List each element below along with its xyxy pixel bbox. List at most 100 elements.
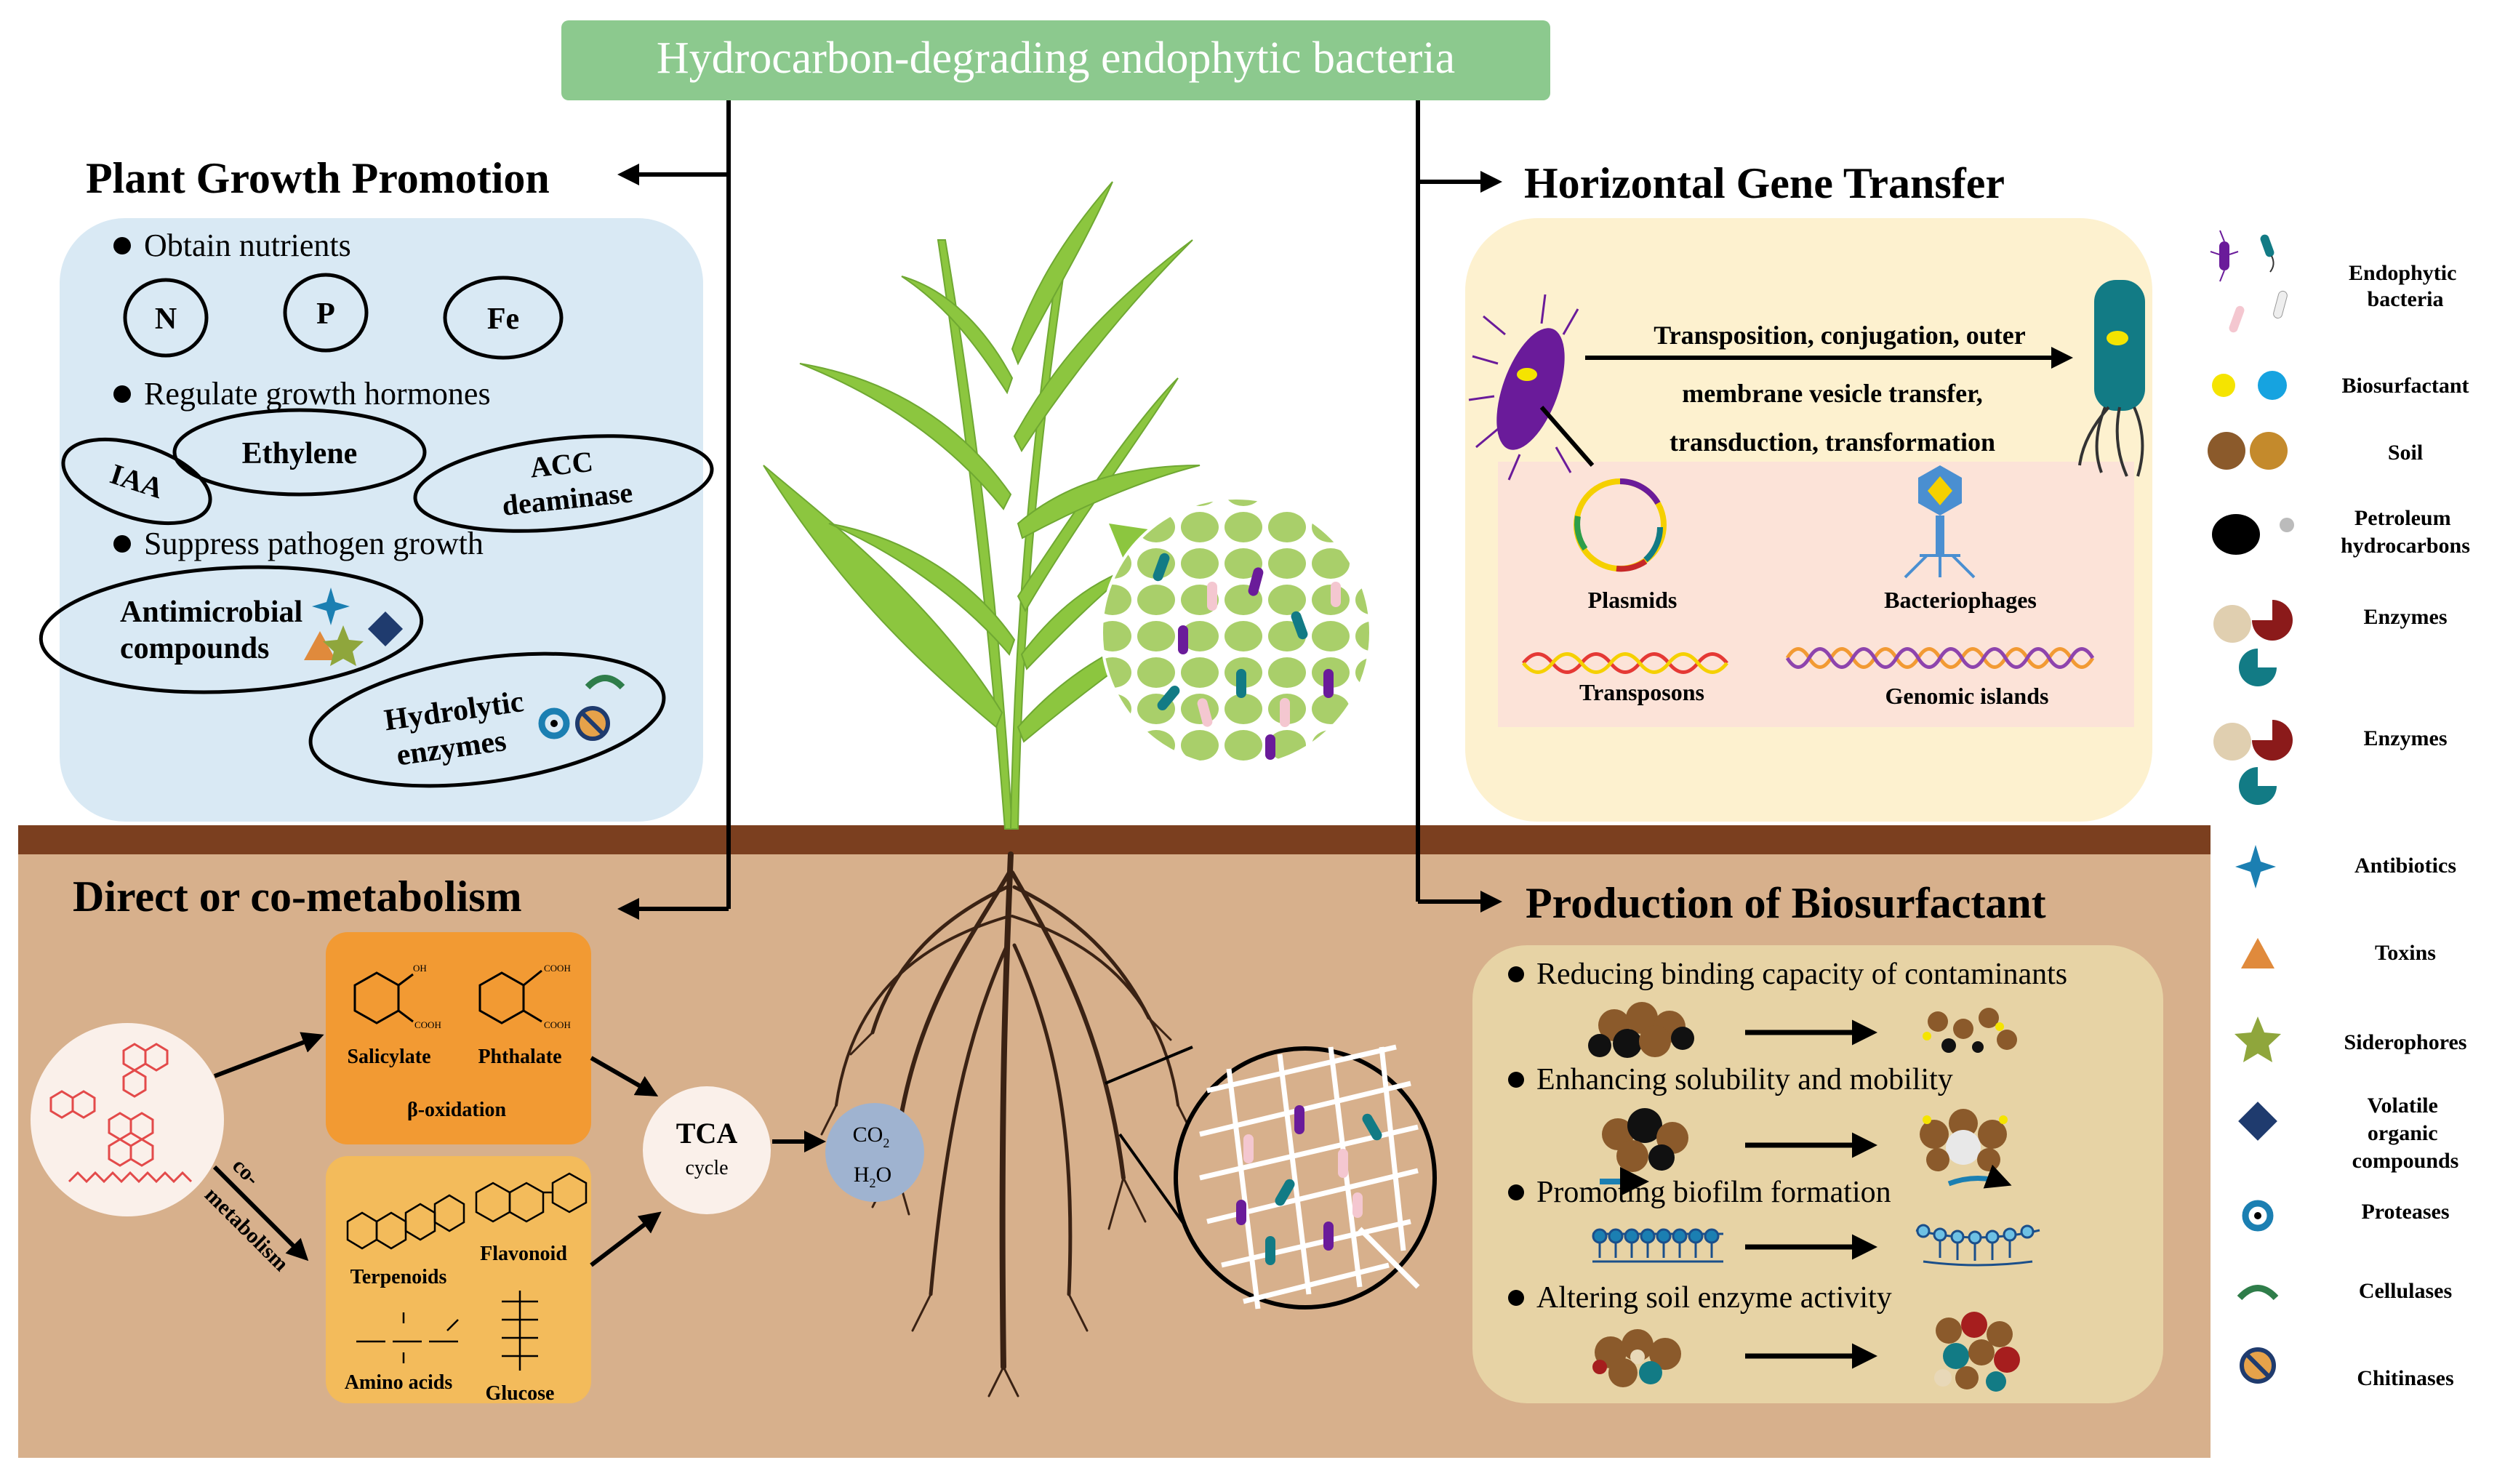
bullet-obtain-nutrients: Obtain nutrients: [144, 228, 351, 263]
legend-proteases-icon: [2242, 1200, 2274, 1232]
legend-voc-line1: Volatile: [2368, 1094, 2438, 1118]
flavonoid-label: Flavonoid: [480, 1243, 567, 1265]
hgt-panel: Horizontal Gene Transfer Transposition, …: [1465, 159, 2152, 822]
antimicrobial-label-2: compounds: [120, 632, 269, 665]
metabolism-title: Direct or co-metabolism: [73, 873, 522, 921]
legend-label-antibiotics: Antibiotics: [2354, 854, 2456, 878]
legend-toxins-icon: [2241, 938, 2274, 968]
plant-roots: [820, 851, 1194, 1397]
bacterium-recipient-icon: [2078, 280, 2145, 477]
legend-biosurfactant-yellow-icon: [2212, 374, 2235, 397]
arrow-to-oxidation: [213, 1032, 324, 1078]
header-banner: Hydrocarbon-degrading endophytic bacteri…: [561, 20, 1550, 100]
arrow-to-cometabolism: [212, 1165, 309, 1262]
phthalate-structure-icon: [478, 969, 542, 1024]
hydrocarbon-circle: [31, 1023, 224, 1216]
amino-acids-label: Amino acids: [345, 1371, 453, 1394]
tca-cycle-label: cycle: [685, 1157, 728, 1179]
soil-surface-band: [18, 825, 2211, 854]
hgt-text-1: Transposition, conjugation, outer: [1654, 321, 2025, 350]
amino-acid-structure-icon: [356, 1312, 459, 1363]
salicylate-oh: OH: [413, 963, 427, 974]
legend-endophytic-line2: bacteria: [2368, 287, 2444, 311]
biosurfactant-box: [1472, 945, 2163, 1403]
cometabolism-box: [326, 1156, 591, 1403]
biosurfactant-item-4: Altering soil enzyme activity: [1536, 1281, 1892, 1315]
donor-pointer-line: [1539, 406, 1595, 467]
root-cells-zoom: [1174, 1046, 1437, 1309]
legend-label-enzymes-1: Enzymes: [2364, 605, 2448, 629]
legend-label-toxins: Toxins: [2375, 941, 2436, 965]
biofilm-layer-icon: [1592, 1228, 1723, 1263]
toxin-triangle-icon: [304, 631, 336, 660]
legend-proteases-core-icon: [2254, 1212, 2261, 1219]
altered-soil-enzyme-icon: [1934, 1312, 2020, 1392]
bullet-dot: [1508, 1072, 1524, 1088]
hormone-acc: ACC: [529, 445, 595, 484]
nutrient-circle-fe: [443, 276, 564, 360]
genomic-island-dna-icon: [1785, 647, 2095, 669]
root-zoom-bacteria: [1236, 1105, 1382, 1265]
co2-h2o-circle: [825, 1103, 924, 1202]
legend-label-endophytic-bacteria: Endophytic bacteria: [2349, 261, 2462, 311]
phthalate-cooh-top: COOH: [544, 963, 571, 974]
leaf-zoom-bacteria: [1153, 553, 1341, 760]
biosurfactant-item-3: Promoting biofilm formation: [1536, 1176, 1891, 1209]
glucose-label: Glucose: [486, 1382, 555, 1405]
legend-siderophores-icon: [2235, 1016, 2281, 1062]
legend-petroleum-line1: Petroleum: [2354, 506, 2451, 530]
co2-label: CO2: [853, 1123, 890, 1150]
legend-bacteria-icon: [2210, 230, 2288, 333]
legend-label-siderophores: Siderophores: [2344, 1030, 2467, 1054]
legend-panel: Endophytic bacteria Biosurfactant Soil P…: [2208, 230, 2470, 1390]
plasmids-label: Plasmids: [1588, 587, 1678, 613]
protease-icon-core: [550, 720, 558, 727]
soil-contaminant-cluster-icon: [1588, 1002, 1694, 1058]
biosurfactant-panel: Production of Biosurfactant Reducing bin…: [1472, 879, 2163, 1403]
hormone-iaa-ellipse: [61, 437, 212, 526]
plant-growth-panel: Plant Growth Promotion Obtain nutrients …: [39, 154, 714, 822]
connector-lines: [617, 100, 1502, 920]
dispersed-soil-icon: [1923, 1008, 2017, 1053]
antimicrobial-ellipse: [39, 565, 424, 694]
hgt-text-3: transduction, transformation: [1670, 428, 1995, 457]
bullet-dot: [1508, 1184, 1524, 1200]
legend-petroleum-line2: hydrocarbons: [2341, 534, 2470, 558]
glucose-structure-icon: [502, 1291, 538, 1371]
legend-label-biosurfactant: Biosurfactant: [2342, 374, 2469, 398]
header-title: Hydrocarbon-degrading endophytic bacteri…: [657, 33, 1455, 83]
hormone-acc-ellipse: [413, 434, 714, 533]
legend-label-enzymes-2: Enzymes: [2364, 726, 2448, 750]
root-zoom-line-1: [1105, 1046, 1193, 1085]
hgt-title: Horizontal Gene Transfer: [1524, 159, 2005, 207]
plant-growth-box: [60, 218, 703, 822]
nutrient-p: P: [316, 297, 335, 331]
nutrient-fe: Fe: [487, 302, 519, 336]
biofilm-curved-icon: [1915, 1224, 2040, 1267]
nutrient-circle-p: [283, 273, 369, 353]
leaf-cells-zoom: [1100, 497, 1372, 769]
metabolism-panel: Direct or co-metabolism co- metabolism O…: [31, 873, 924, 1405]
hormone-ethylene: Ethylene: [242, 437, 358, 470]
chitinase-icon-slash: [580, 711, 605, 736]
siderophore-star-icon: [323, 625, 364, 666]
pah-structures-icon: [49, 1043, 193, 1184]
salicylate-label: Salicylate: [347, 1046, 430, 1068]
arrow-oxidation-to-tca: [590, 1056, 659, 1096]
genomic-islands-label: Genomic islands: [1885, 683, 2049, 709]
hgt-text-2: membrane vesicle transfer,: [1682, 379, 1983, 408]
terpenoid-structure-icon: [346, 1194, 465, 1250]
bullet-dot: [113, 385, 131, 403]
legend-petroleum-icon: [2212, 514, 2260, 555]
biosurfactant-item-1: Reducing binding capacity of contaminant…: [1536, 958, 2067, 991]
antibiotic-star-icon: [312, 587, 350, 625]
transposon-dna-icon: [1522, 652, 1728, 674]
bacteriophages-label: Bacteriophages: [1884, 587, 2037, 613]
bullet-dot: [113, 535, 131, 553]
legend-enzymes-icon-2: [2213, 720, 2293, 805]
nutrient-n: N: [155, 302, 177, 336]
biosurfactant-item-2: Enhancing solubility and mobility: [1536, 1063, 1953, 1096]
soil-enzyme-cluster-icon: [1592, 1329, 1681, 1387]
hormone-ethylene-ellipse: [172, 408, 427, 497]
salicylate-cooh: COOH: [414, 1019, 441, 1030]
